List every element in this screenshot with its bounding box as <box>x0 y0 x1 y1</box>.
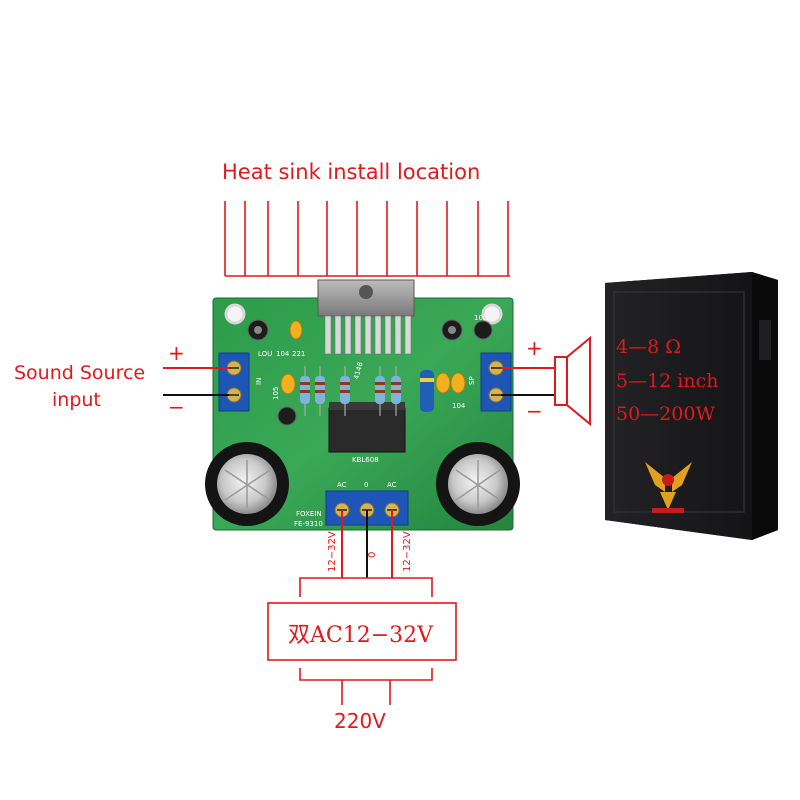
silkscreen-10u: 10U <box>474 314 488 322</box>
silkscreen-model: FE-9310 <box>294 520 323 528</box>
supply-wires <box>341 510 393 578</box>
silkscreen-sp: SP <box>468 376 476 385</box>
input-wires <box>163 367 229 396</box>
silkscreen-104a: 104 <box>276 350 290 358</box>
eagle-logo-icon <box>645 462 692 513</box>
input-plus-sign: + <box>168 341 185 365</box>
silkscreen-lou: LOU <box>258 350 272 358</box>
silkscreen-kbl608: KBL608 <box>352 456 379 464</box>
speaker-terminal-block <box>480 352 512 412</box>
speaker-symbol-icon <box>554 335 591 427</box>
transformer <box>267 577 457 705</box>
silkscreen-brand: FOXEIN <box>296 510 322 518</box>
sound-source-label: Sound Source <box>14 362 146 384</box>
speaker-plus-sign: + <box>526 336 543 360</box>
silkscreen-in: IN <box>255 378 263 385</box>
silkscreen-221: 221 <box>292 350 305 358</box>
speaker-size: 5—12 inch <box>616 370 719 392</box>
bridge-rectifier <box>328 402 406 453</box>
wire-label-center: 0 <box>367 552 378 558</box>
mains-voltage-label: 220V <box>334 709 386 733</box>
filter-capacitor-left <box>205 442 289 526</box>
wire-label-left: 12−32V <box>327 531 338 572</box>
speaker-minus-sign: − <box>526 399 543 423</box>
silkscreen-zero: 0 <box>364 481 368 489</box>
speaker-impedance: 4—8 Ω <box>616 336 681 358</box>
silkscreen-104b: 104 <box>452 402 466 410</box>
small-electrolytic-capacitors <box>247 319 493 426</box>
amplifier-pcb: LOU 104 221 10U 104 IN SP 105 4148 KBL60… <box>205 279 520 531</box>
amplifier-ic-chip <box>317 279 415 355</box>
resistor-bodies <box>300 370 434 412</box>
sound-source-input-label: input <box>52 389 101 411</box>
input-terminal-block <box>218 352 250 412</box>
ceramic-capacitors <box>280 320 466 395</box>
silkscreen-105: 105 <box>272 387 280 400</box>
speaker-wires <box>501 367 555 396</box>
silkscreen-ac-right: AC <box>387 481 397 489</box>
filter-capacitor-right <box>436 442 520 526</box>
input-minus-sign: − <box>168 395 185 419</box>
speaker-cabinet <box>605 272 778 540</box>
speaker-power: 50—200W <box>616 403 715 425</box>
silkscreen-ac-left: AC <box>337 481 347 489</box>
transformer-label: 双AC12−32V <box>288 623 434 648</box>
heat-sink-outline <box>224 201 510 277</box>
wire-label-right: 12−32V <box>402 531 413 572</box>
heat-sink-label: Heat sink install location <box>222 160 481 184</box>
